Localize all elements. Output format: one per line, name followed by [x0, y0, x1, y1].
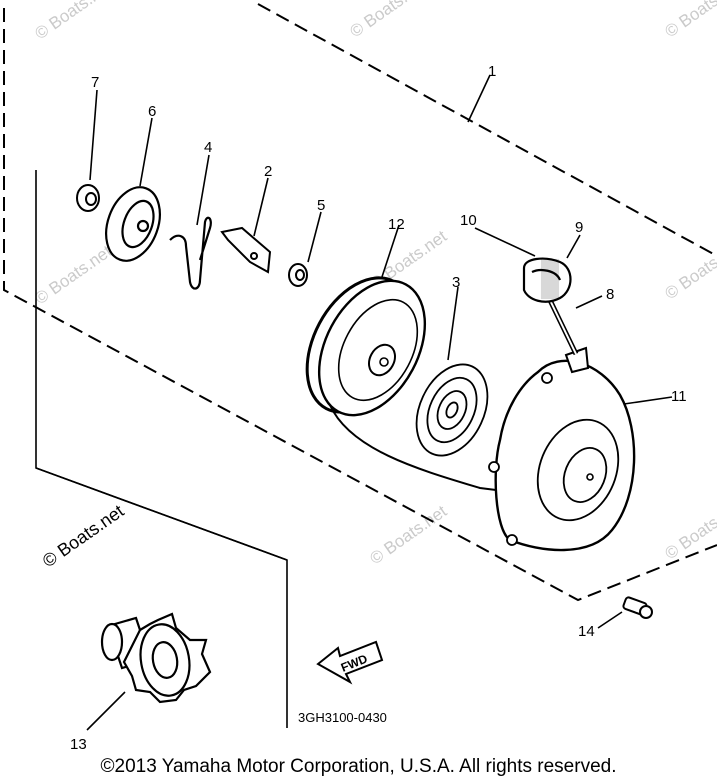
part-label-10: 10 [460, 212, 477, 229]
part-label-3: 3 [452, 274, 460, 291]
copyright-notice: ©2013 Yamaha Motor Corporation, U.S.A. A… [100, 756, 617, 777]
part-label-14: 14 [578, 623, 595, 640]
part-label-7: 7 [91, 74, 99, 91]
part-labels: 1 2 3 4 5 6 7 8 9 10 11 12 13 14 [70, 63, 687, 753]
part-label-9: 9 [575, 219, 583, 236]
bolt-part-14 [622, 596, 653, 619]
part-label-8: 8 [606, 286, 614, 303]
watermark: © Boats.net [661, 496, 717, 563]
rope-highlight [547, 295, 577, 355]
nut-part-7 [76, 184, 100, 212]
spring-part-5 [288, 263, 308, 287]
fwd-direction-arrow: FWD [316, 640, 384, 685]
part-label-12: 12 [388, 216, 405, 233]
watermark: © Boats.net [661, 236, 717, 303]
spring-part-4 [169, 216, 212, 290]
leader-lines [86, 74, 673, 731]
part-label-13: 13 [70, 736, 87, 753]
drawing-code: 3GH3100-0430 [298, 710, 387, 725]
watermark: © Boats.net [366, 501, 450, 568]
watermark: © Boats.net [346, 0, 430, 41]
pulley-part-12 [305, 276, 427, 417]
watermark-dark: © Boats.net [39, 501, 128, 571]
part-label-2: 2 [264, 163, 272, 180]
part-label-4: 4 [204, 139, 212, 156]
watermark: © Boats.net [661, 0, 717, 41]
pawl-part-2 [220, 226, 272, 274]
part-label-1: 1 [488, 63, 496, 80]
watermark: © Boats.net [31, 0, 115, 43]
assembly-boundary [3, 3, 717, 602]
hub-outline-box [35, 170, 288, 728]
part-label-11: 11 [671, 388, 687, 405]
hub-part-13 [100, 612, 212, 704]
part-label-5: 5 [317, 197, 325, 214]
watermark: © Boats.net [31, 241, 115, 308]
starter-rope [329, 404, 513, 493]
starter-case-part-11 [488, 346, 636, 552]
part-label-6: 6 [148, 103, 156, 120]
recoil-spring-part-3 [415, 363, 489, 457]
drive-plate-part-6 [105, 186, 161, 262]
handle-part-9 [522, 257, 572, 303]
